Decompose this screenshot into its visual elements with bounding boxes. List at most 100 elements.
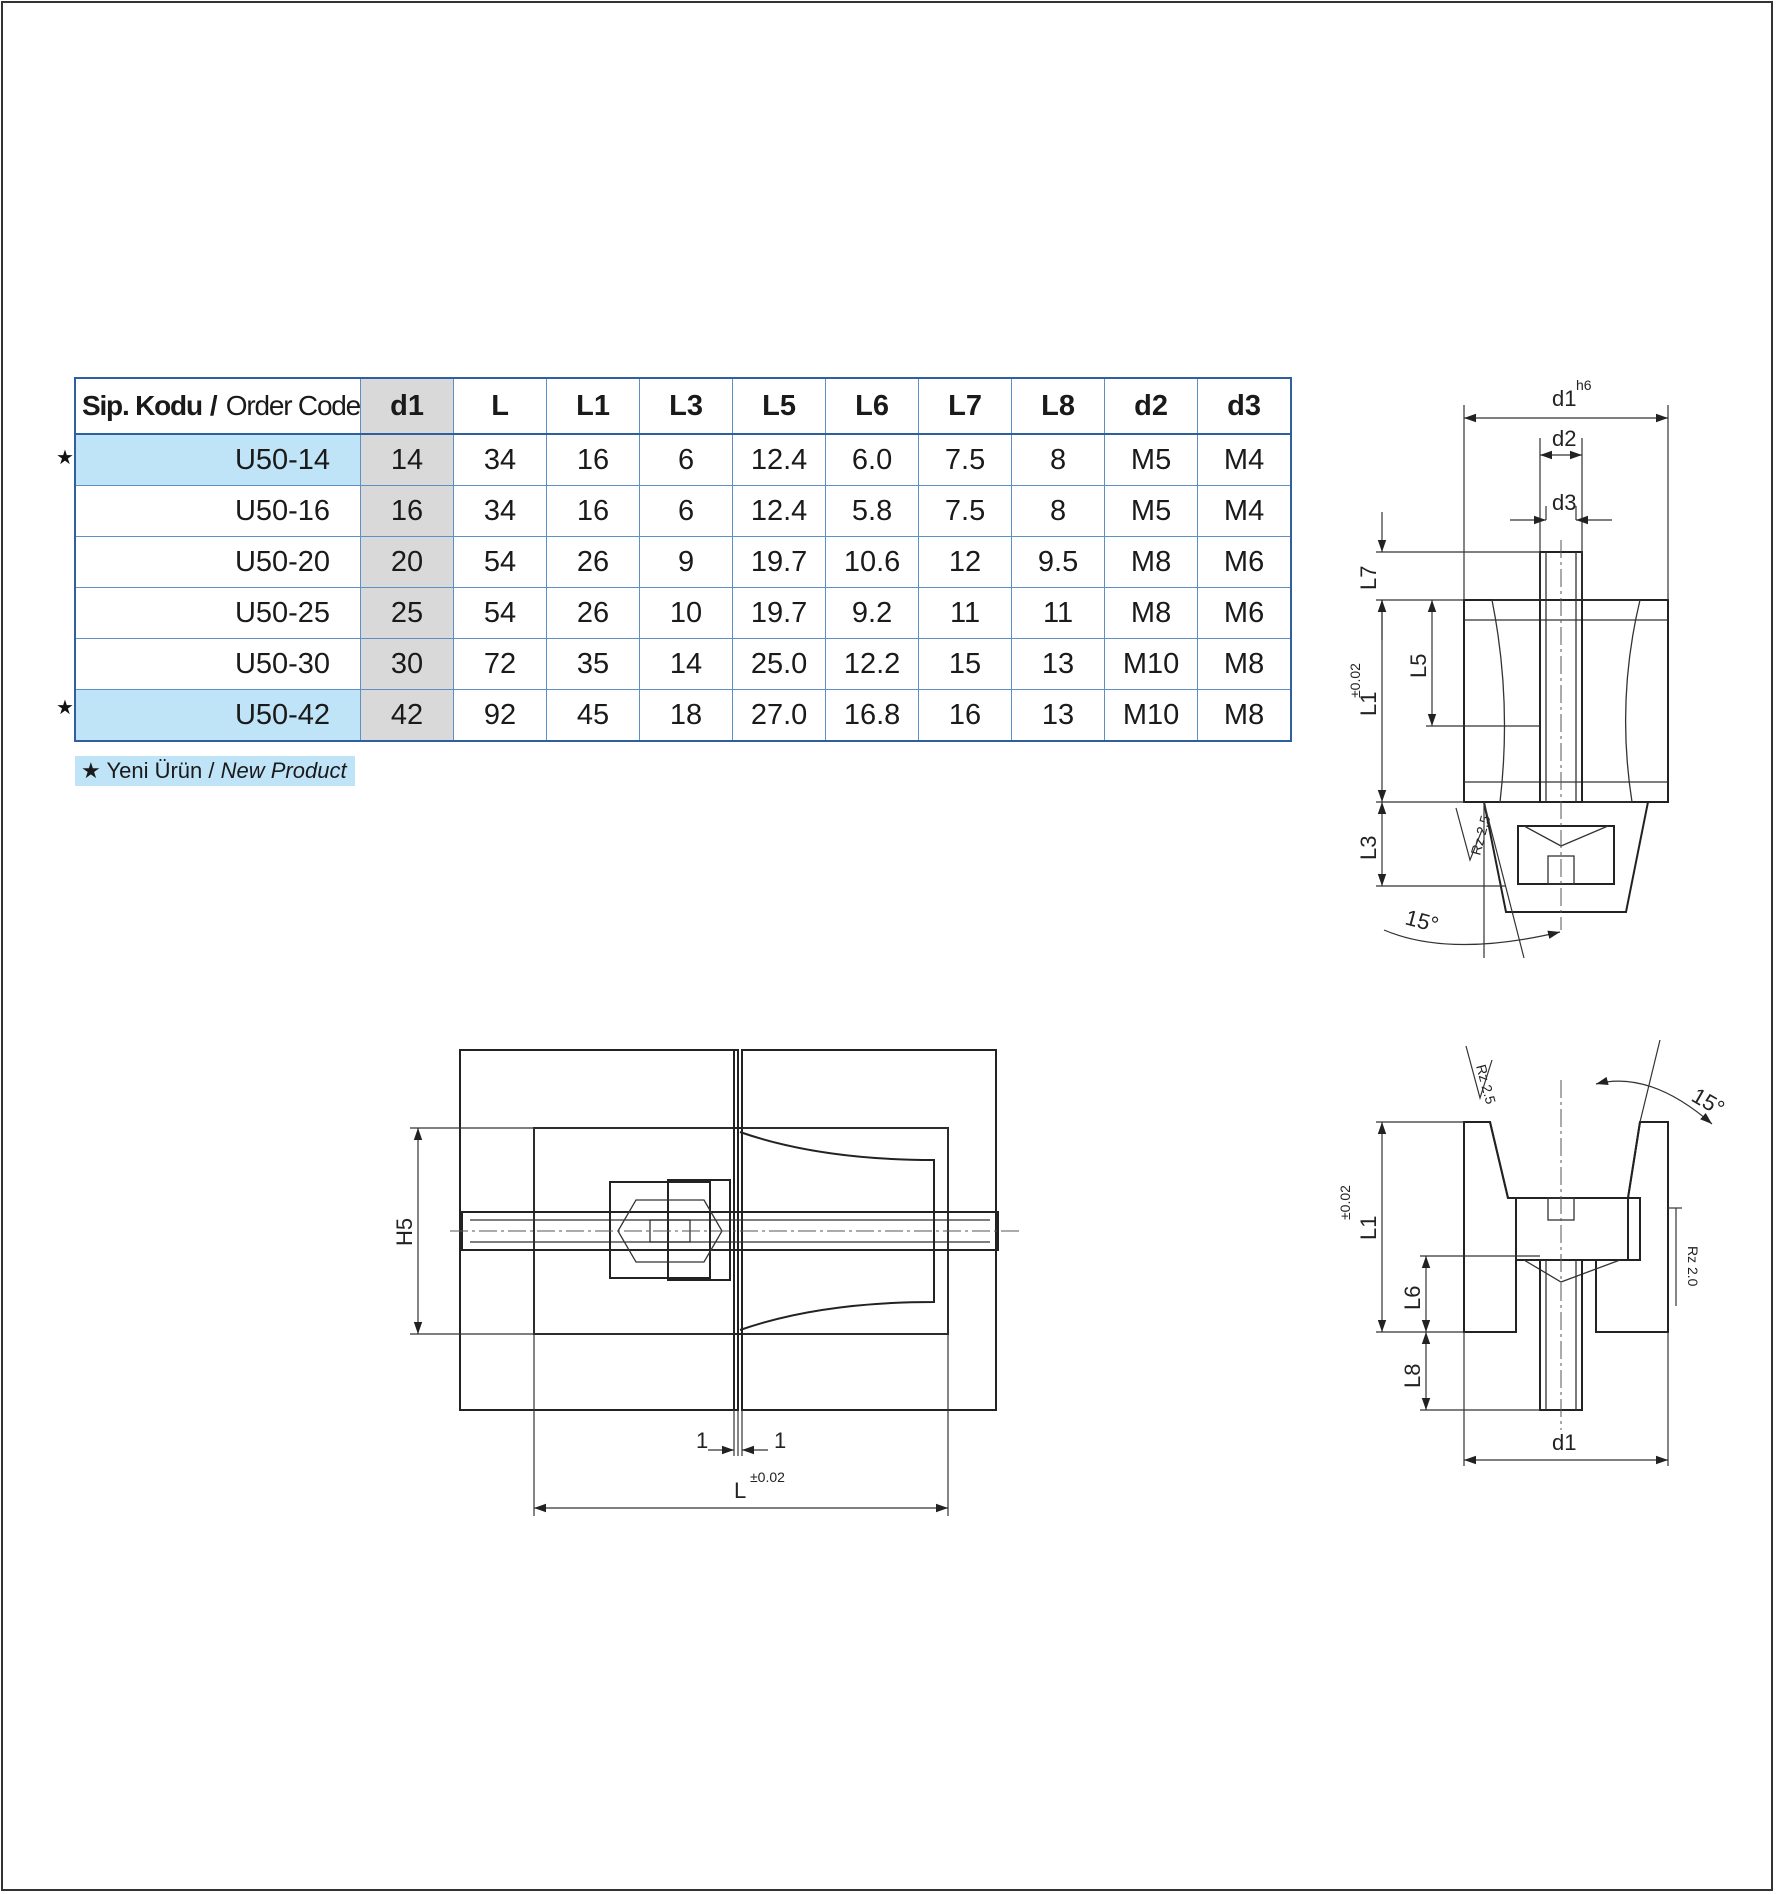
column-header-L6: L6 bbox=[825, 377, 920, 435]
new-product-star-icon: ★ bbox=[56, 697, 74, 719]
cell-L1: 26 bbox=[546, 587, 641, 639]
cell-L1: 35 bbox=[546, 638, 641, 690]
cell-L3: 10 bbox=[639, 587, 734, 639]
cell-d1: 14 bbox=[360, 433, 455, 486]
cell-L: 34 bbox=[453, 485, 548, 537]
bL1-tolerance: ±0.02 bbox=[1337, 1185, 1353, 1220]
bore-taper-right bbox=[1627, 1121, 1641, 1199]
bore-drill-cone bbox=[1523, 1259, 1621, 1283]
cell-d3: M4 bbox=[1197, 433, 1293, 486]
rz-top-label: Rz 2.5 bbox=[1473, 1063, 1499, 1106]
bd1-label: d1 bbox=[1552, 1430, 1576, 1455]
cell-L8: 13 bbox=[1011, 689, 1106, 742]
rz-side-label: Rz 2.0 bbox=[1685, 1246, 1701, 1287]
L-tolerance: ±0.02 bbox=[750, 1469, 785, 1485]
puller-cone-outline bbox=[1483, 801, 1649, 913]
cell-L5: 19.7 bbox=[732, 536, 827, 588]
cell-L1: 45 bbox=[546, 689, 641, 742]
bore-taper-left bbox=[1489, 1121, 1509, 1199]
star-icon: ★ bbox=[81, 758, 101, 783]
column-header-d2: d2 bbox=[1104, 377, 1199, 435]
H5-label: H5 bbox=[392, 1218, 417, 1246]
L-label: L bbox=[734, 1478, 746, 1503]
puller-hatched-right bbox=[1581, 599, 1641, 803]
angle-15-b-label: 15° bbox=[1688, 1083, 1729, 1121]
L8-label: L8 bbox=[1400, 1364, 1425, 1388]
column-header-L3: L3 bbox=[639, 377, 734, 435]
cell-d3: M6 bbox=[1197, 587, 1293, 639]
cell-d3: M6 bbox=[1197, 536, 1293, 588]
cell-d3: M8 bbox=[1197, 638, 1293, 690]
d2-label: d2 bbox=[1552, 426, 1576, 451]
column-header-L8: L8 bbox=[1011, 377, 1106, 435]
L5-label: L5 bbox=[1406, 654, 1431, 678]
cell-L7: 15 bbox=[918, 638, 1013, 690]
order-code-cell: U50-14 bbox=[74, 433, 362, 486]
cell-L: 72 bbox=[453, 638, 548, 690]
cell-L6: 6.0 bbox=[825, 433, 920, 486]
cell-L8: 13 bbox=[1011, 638, 1106, 690]
cell-L3: 18 bbox=[639, 689, 734, 742]
cell-L5: 25.0 bbox=[732, 638, 827, 690]
assembly-section-view: H5 1 1 L ±0.02 bbox=[392, 1049, 1020, 1516]
cell-L6: 10.6 bbox=[825, 536, 920, 588]
cell-L5: 19.7 bbox=[732, 587, 827, 639]
column-header-d1: d1 bbox=[360, 377, 455, 435]
angle-ref-b bbox=[1639, 1039, 1661, 1123]
cell-L3: 9 bbox=[639, 536, 734, 588]
roughness-symbol-top bbox=[1465, 1045, 1493, 1101]
L7-label: L7 bbox=[1356, 566, 1381, 590]
bore-head-seat bbox=[1515, 1197, 1629, 1261]
cell-d2: M8 bbox=[1104, 536, 1199, 588]
cell-L6: 16.8 bbox=[825, 689, 920, 742]
plate-right-hatched bbox=[1595, 1121, 1669, 1333]
L1-tolerance: ±0.02 bbox=[1347, 663, 1363, 698]
cell-d3: M8 bbox=[1197, 689, 1293, 742]
cell-d1: 30 bbox=[360, 638, 455, 690]
cell-L8: 11 bbox=[1011, 587, 1106, 639]
column-header-L7: L7 bbox=[918, 377, 1013, 435]
cell-L3: 14 bbox=[639, 638, 734, 690]
h6-tolerance: h6 bbox=[1576, 377, 1592, 393]
cell-L8: 8 bbox=[1011, 433, 1106, 486]
cell-L6: 5.8 bbox=[825, 485, 920, 537]
puller-body-outline bbox=[1463, 599, 1669, 803]
column-header-L5: L5 bbox=[732, 377, 827, 435]
cell-L5: 27.0 bbox=[732, 689, 827, 742]
bL1-label: L1 bbox=[1356, 1216, 1381, 1240]
puller-hatched-left bbox=[1491, 599, 1541, 803]
order-code-header: Sip. Kodu / Order Code bbox=[74, 377, 361, 435]
L6-label: L6 bbox=[1400, 1286, 1425, 1310]
angle-ref-slant bbox=[1483, 801, 1525, 959]
puller-section-view: d1 h6 d2 d3 L7 L5 L1 ±0.02 L3 Rz 2.5 15° bbox=[1347, 377, 1669, 959]
cell-L8: 8 bbox=[1011, 485, 1106, 537]
bore-section-view: L1 ±0.02 L6 L8 d1 Rz 2.5 15° Rz 2.0 bbox=[1337, 1039, 1729, 1466]
left-mould-plate bbox=[459, 1049, 739, 1411]
left-bolt-head bbox=[609, 1181, 711, 1279]
order-code-cell: U50-42 bbox=[74, 689, 362, 742]
order-code-cell: U50-20 bbox=[74, 536, 362, 588]
order-code-table: Sip. Kodu / Order Code d1 L L1 L3 L5 L6 … bbox=[74, 377, 1293, 742]
cell-L7: 16 bbox=[918, 689, 1013, 742]
cell-d2: M5 bbox=[1104, 433, 1199, 486]
cell-d1: 42 bbox=[360, 689, 455, 742]
d1-label: d1 bbox=[1552, 386, 1576, 411]
right-bolt-head bbox=[667, 1179, 731, 1281]
new-product-star-icon: ★ bbox=[56, 447, 74, 469]
cell-d2: M10 bbox=[1104, 638, 1199, 690]
angle-arc bbox=[1383, 929, 1561, 946]
order-code-cell: U50-30 bbox=[74, 638, 362, 690]
cell-L5: 12.4 bbox=[732, 485, 827, 537]
cell-L7: 12 bbox=[918, 536, 1013, 588]
L1-label: L1 bbox=[1356, 692, 1381, 716]
order-code-cell: U50-25 bbox=[74, 587, 362, 639]
angle-15-label: 15° bbox=[1403, 905, 1442, 938]
cell-d2: M5 bbox=[1104, 485, 1199, 537]
new-product-legend: ★ Yeni Ürün / New Product bbox=[75, 756, 355, 786]
